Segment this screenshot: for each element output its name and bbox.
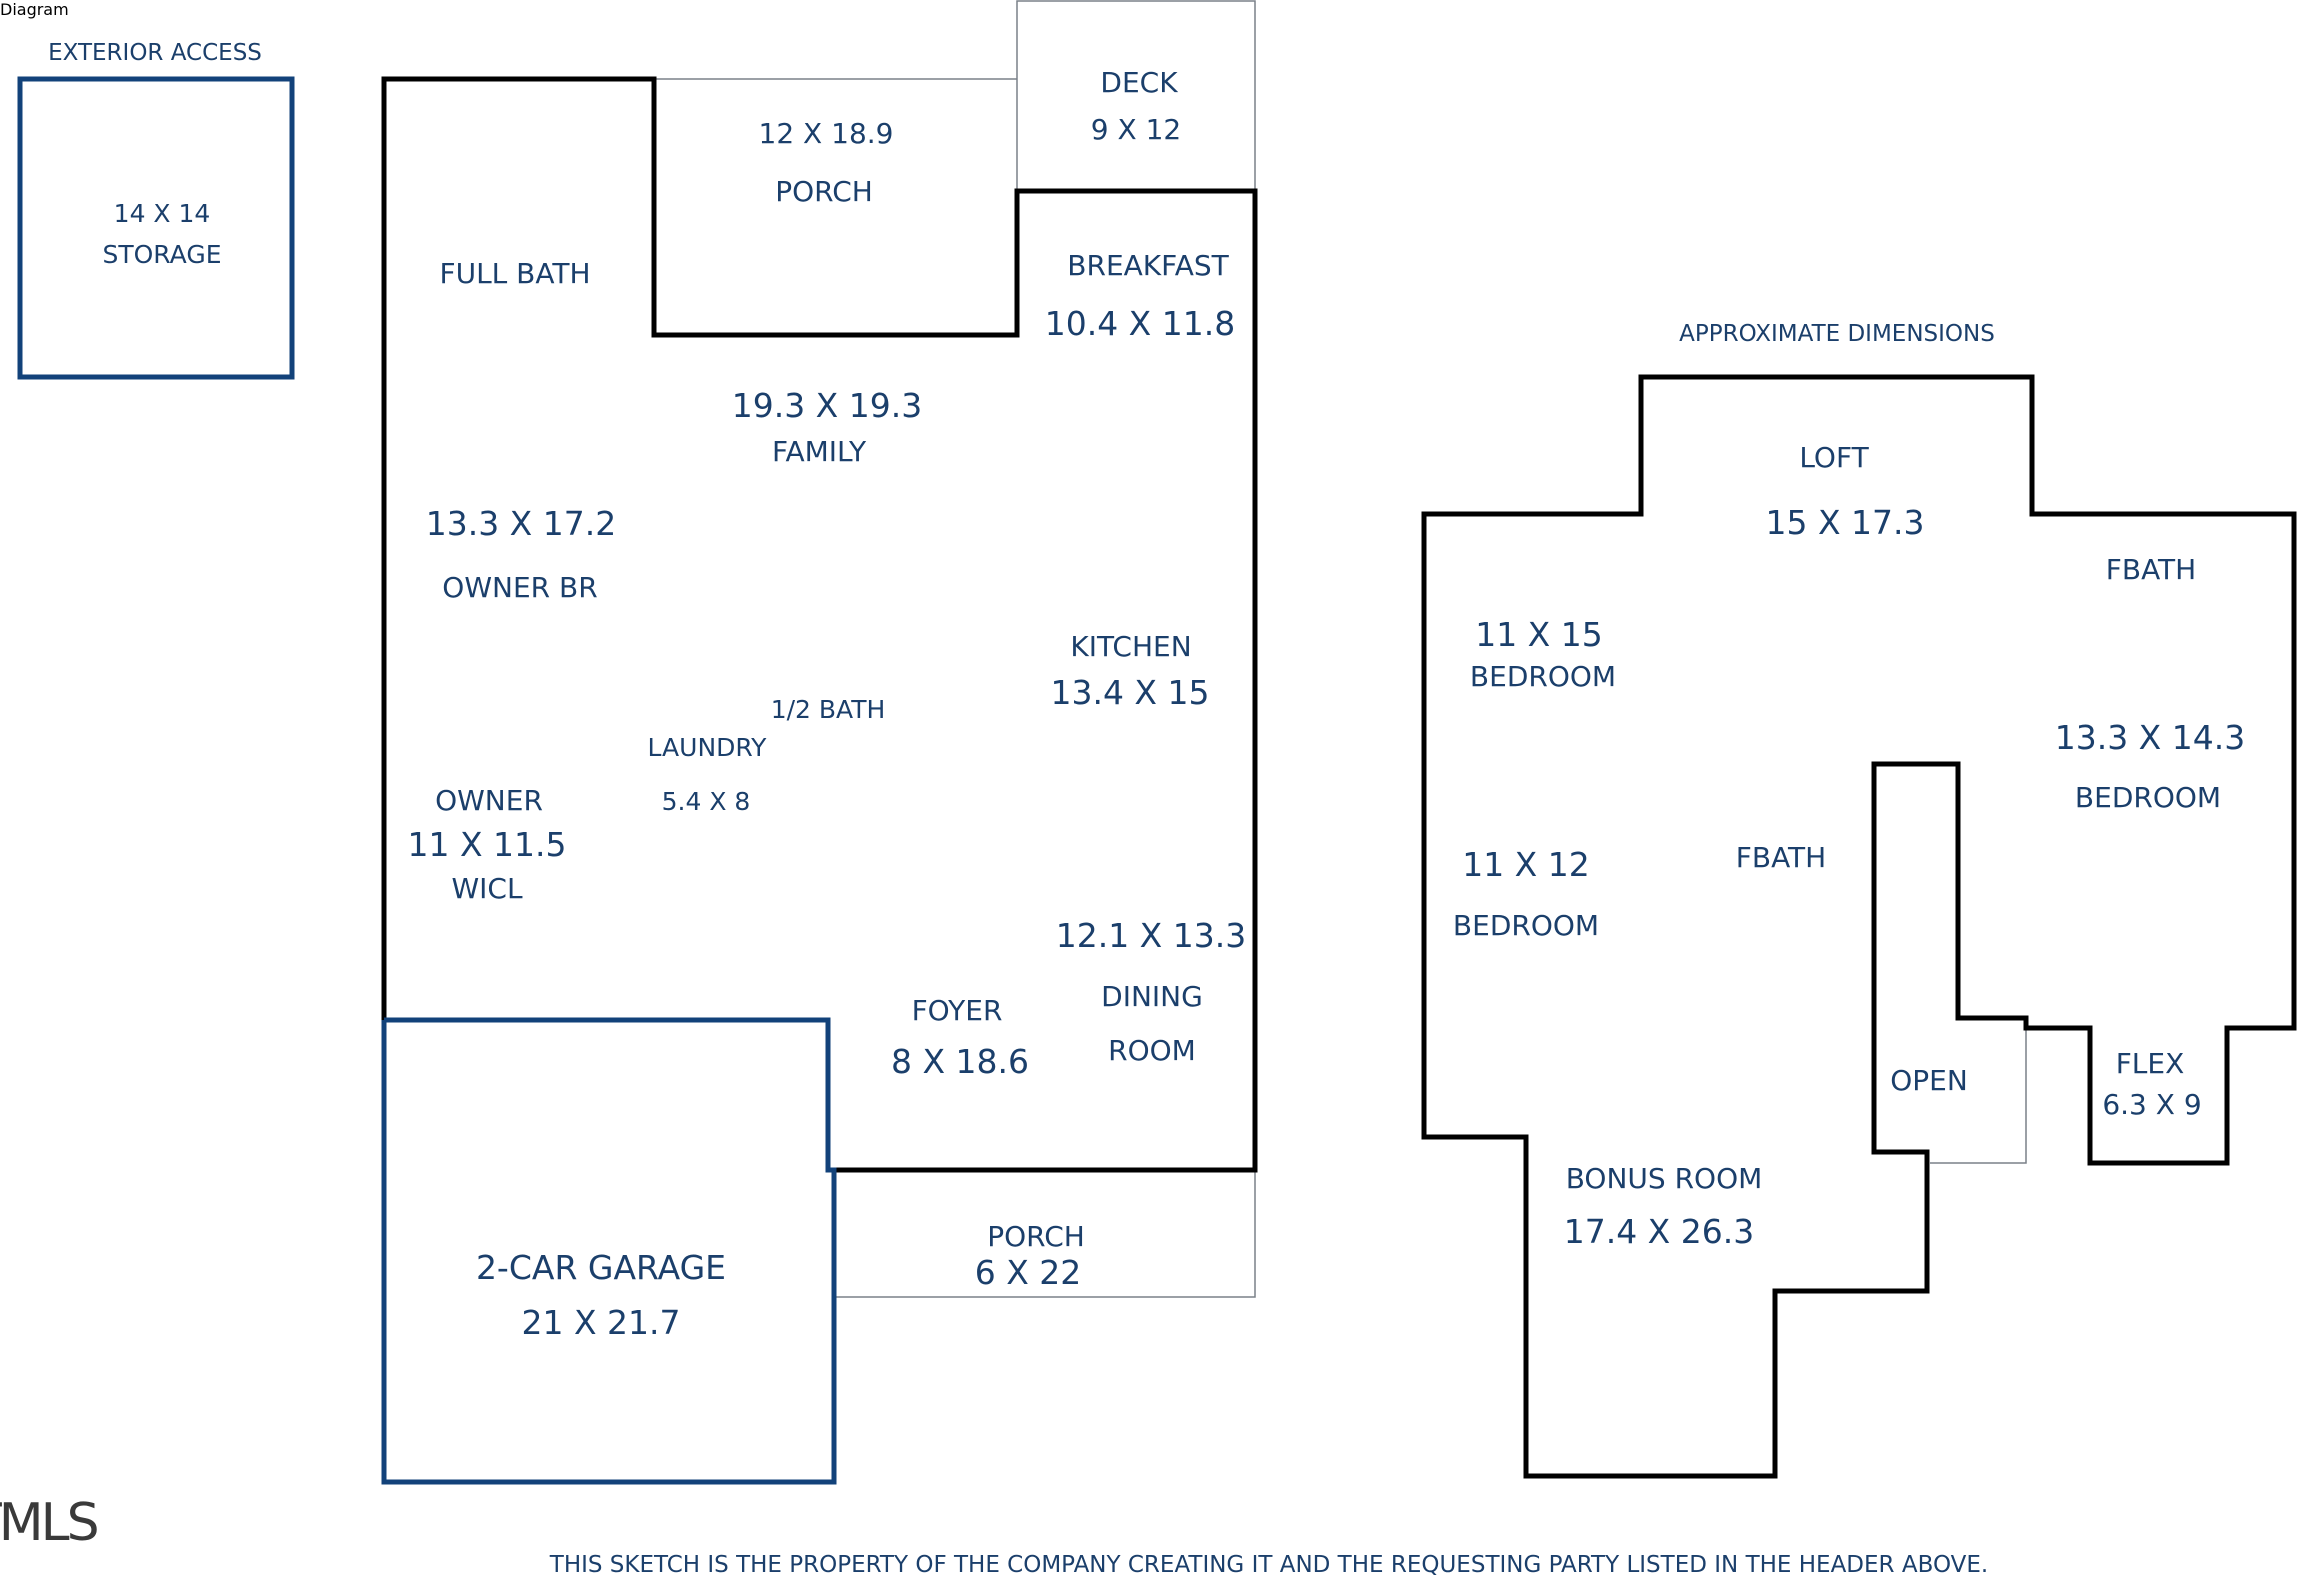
mls-watermark: TMLS [0,1493,98,1553]
full-bath-label: FULL BATH [439,257,590,290]
front-porch-outline [835,1171,1256,1298]
bedroom-right-label: BEDROOM [2075,781,2221,814]
front-porch-label: PORCH [987,1220,1085,1253]
back-porch-label: PORCH [775,175,873,208]
loft-dims: 15 X 17.3 [1765,503,1924,542]
laundry-dims: 5.4 X 8 [662,787,751,816]
front-porch-dims: 6 X 22 [975,1253,1082,1292]
owner-br-label: OWNER BR [442,571,597,604]
dining-label-1: DINING [1101,980,1203,1013]
laundry-label: LAUNDRY [648,733,768,762]
loft-label: LOFT [1799,441,1869,474]
foyer-label: FOYER [912,994,1003,1027]
flex-dims: 6.3 X 9 [2102,1088,2201,1121]
owner-wicl-dims: 11 X 11.5 [407,825,566,864]
open-label: OPEN [1890,1064,1968,1097]
footer-note: THIS SKETCH IS THE PROPERTY OF THE COMPA… [549,1552,1988,1578]
fbath-right-label: FBATH [2106,553,2196,586]
bonus-room-label: BONUS ROOM [1566,1162,1763,1195]
approximate-dimensions-note: APPROXIMATE DIMENSIONS [1679,321,1995,347]
owner-wicl-label-1: OWNER [435,784,543,817]
kitchen-dims: 13.4 X 15 [1050,673,1209,712]
garage-label: 2-CAR GARAGE [476,1248,726,1287]
upper-floor-outline [1421,374,2297,1479]
breakfast-dims: 10.4 X 11.8 [1045,304,1236,343]
family-label: FAMILY [772,435,867,468]
fbath-center-label: FBATH [1736,841,1826,874]
bedroom-1-dims: 11 X 15 [1475,615,1603,654]
half-bath-label: 1/2 BATH [771,695,886,724]
bedroom-1-label: BEDROOM [1470,660,1616,693]
kitchen-label: KITCHEN [1070,630,1191,663]
breakfast-label: BREAKFAST [1067,249,1229,282]
foyer-dims: 8 X 18.6 [891,1042,1029,1081]
deck-dims: 9 X 12 [1091,113,1181,146]
owner-br-dims: 13.3 X 17.2 [426,504,617,543]
garage-outline [381,1017,837,1485]
deck-outline [1016,0,1256,191]
dining-dims: 12.1 X 13.3 [1056,916,1247,955]
bedroom-2-label: BEDROOM [1453,909,1599,942]
flex-label: FLEX [2116,1047,2185,1080]
owner-wicl-label-2: WICL [451,872,522,905]
dining-label-2: ROOM [1108,1034,1196,1067]
main-floor-outline [381,76,1258,1173]
storage-outline [17,76,295,380]
deck-label: DECK [1100,66,1178,99]
storage-dims: 14 X 14 [114,199,211,228]
back-porch-dims: 12 X 18.9 [759,117,894,150]
open-area-outline [1930,1023,2027,1164]
bonus-room-dims: 17.4 X 26.3 [1564,1212,1755,1251]
bedroom-2-dims: 11 X 12 [1462,845,1590,884]
storage-label: STORAGE [102,240,221,269]
garage-dims: 21 X 21.7 [521,1303,680,1342]
exterior-access-note: EXTERIOR ACCESS [48,40,262,66]
bedroom-right-dims: 13.3 X 14.3 [2055,718,2246,757]
family-dims: 19.3 X 19.3 [732,386,923,425]
